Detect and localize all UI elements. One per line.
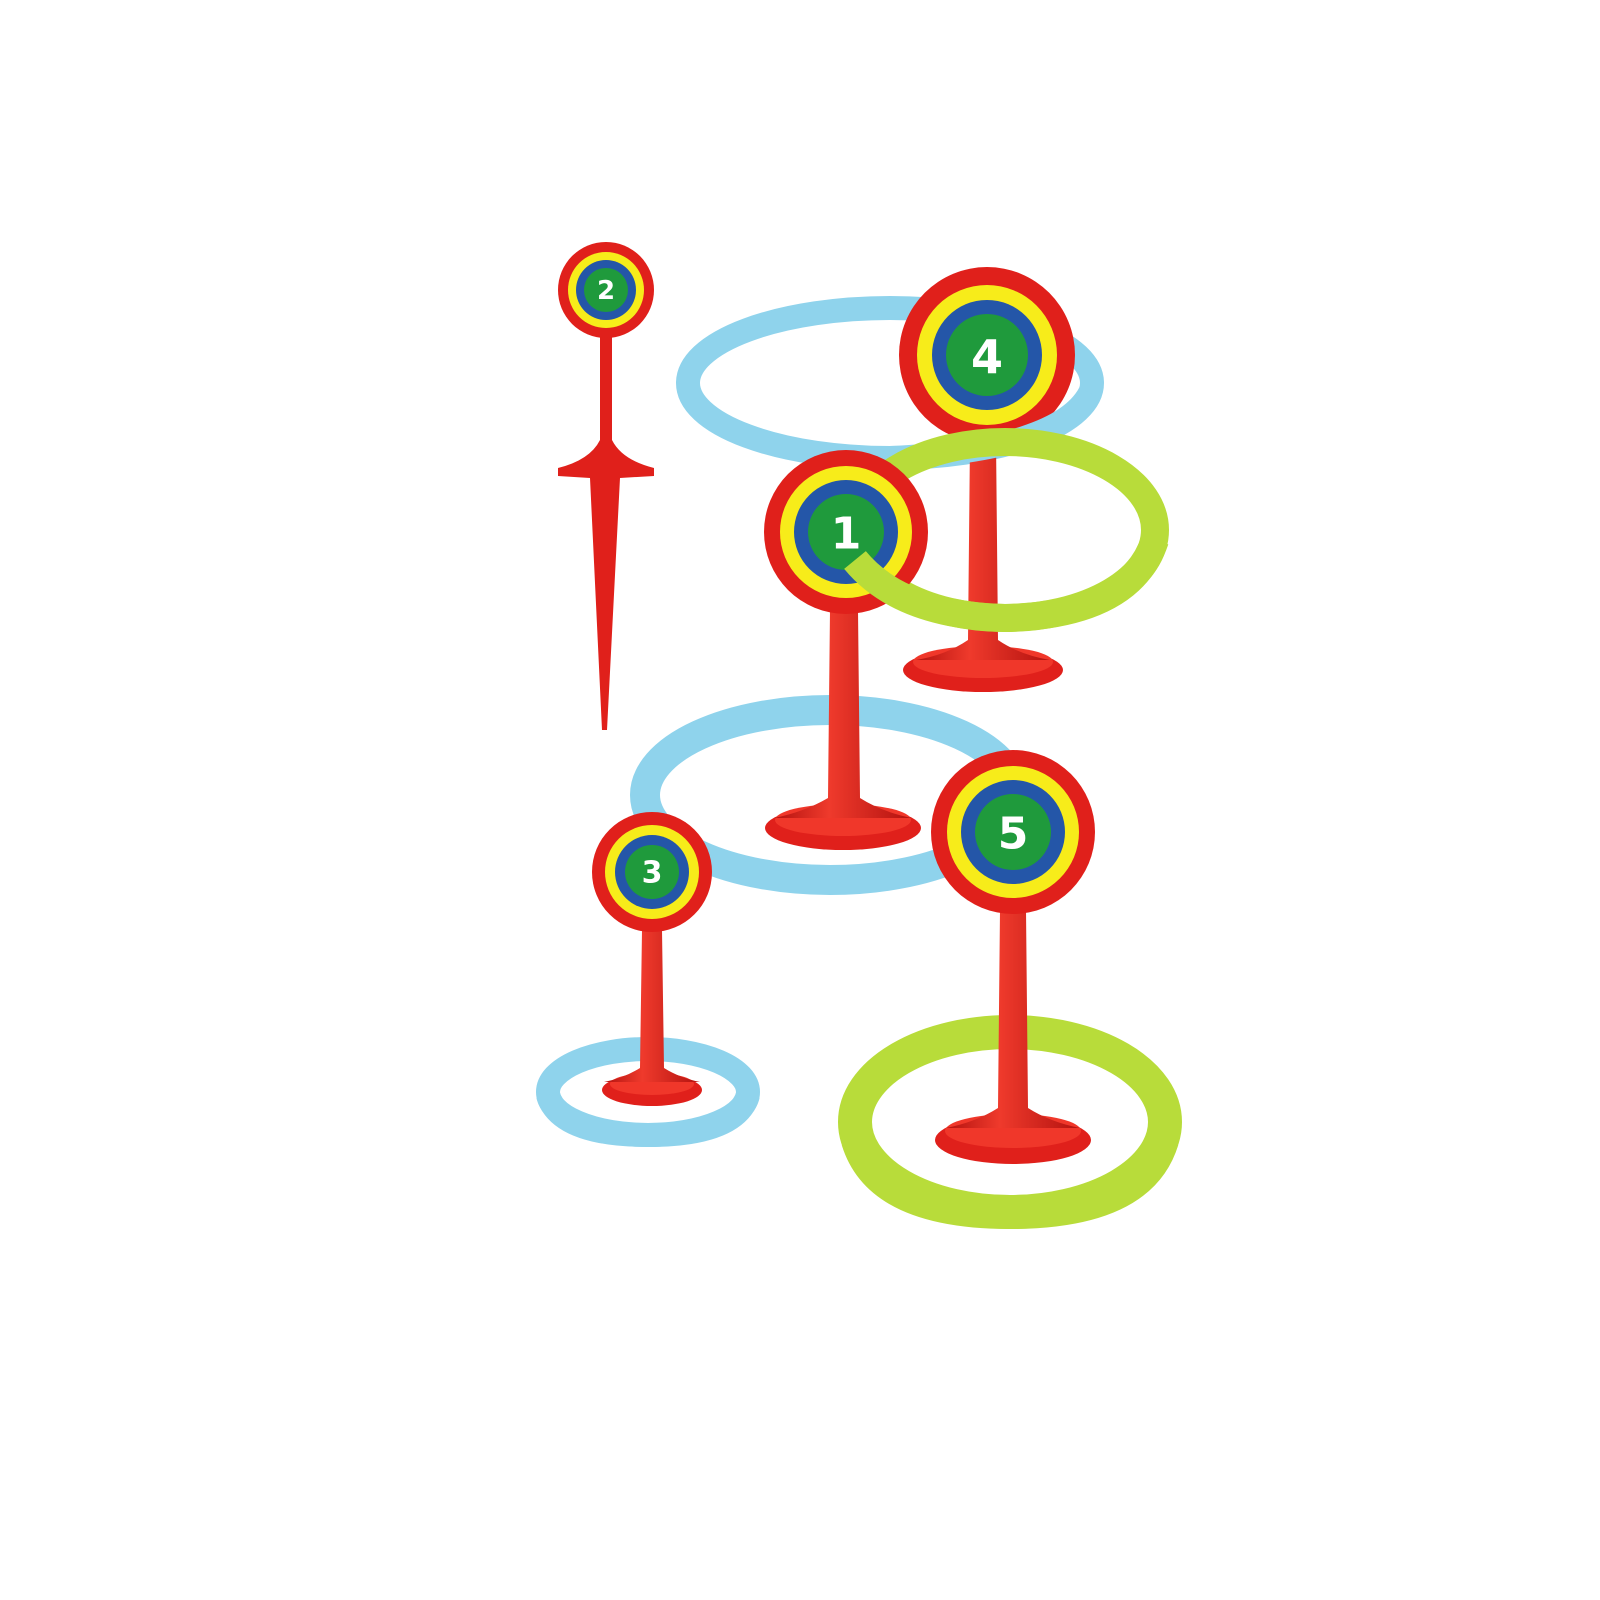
target-stake-4[interactable]: 4 (899, 267, 1075, 692)
blue-hoop-lower-front (536, 1090, 760, 1148)
target-number-4: 4 (971, 330, 1003, 384)
target-stake-3[interactable]: 3 (592, 812, 712, 1106)
target-number-5: 5 (998, 809, 1029, 860)
green-hoop-lower-front (841, 1134, 1179, 1230)
target-number-1: 1 (831, 509, 862, 560)
target-number-3: 3 (642, 856, 663, 891)
target-disc-1: 1 (764, 450, 928, 614)
target-spike-2[interactable]: 2 (558, 242, 654, 730)
target-disc-3: 3 (592, 812, 712, 932)
target-disc-2: 2 (558, 242, 654, 338)
green-hoop-upper-front (844, 535, 1169, 633)
target-number-2: 2 (597, 276, 615, 306)
target-stake-1[interactable]: 1 (764, 450, 928, 850)
target-stake-5[interactable]: 5 (931, 750, 1095, 1164)
target-disc-4: 4 (899, 267, 1075, 443)
target-disc-5: 5 (931, 750, 1095, 914)
